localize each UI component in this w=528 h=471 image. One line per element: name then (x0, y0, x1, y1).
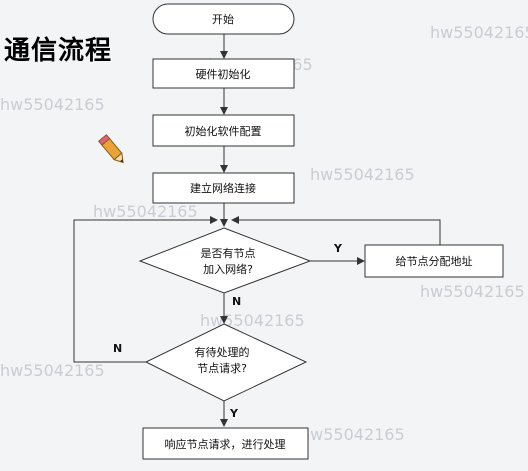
node-build-net: 建立网络连接 (152, 172, 295, 204)
node-decision-request: 有待处理的 节点请求? (144, 323, 308, 402)
node-build-net-label: 建立网络连接 (190, 181, 256, 195)
edge-label-yes: Y (333, 242, 343, 255)
edge-assign-loop (231, 216, 441, 245)
watermark-text: hw55042165 (430, 23, 528, 42)
node-decision-join-line1: 是否有节点 (201, 246, 256, 260)
node-decision-join-line2: 加入网络? (203, 262, 253, 276)
watermark-text: hw55042165 (0, 361, 105, 380)
node-decision-request-line1: 有待处理的 (195, 345, 250, 359)
node-start: 开始 (152, 3, 295, 35)
connectors (73, 34, 441, 427)
watermark-text: hw55042165 (93, 202, 198, 221)
pencil-icon (97, 134, 124, 164)
node-assign-addr: 给节点分配地址 (364, 244, 504, 278)
edge-label-no: N (232, 295, 241, 308)
node-hw-init-label: 硬件初始化 (196, 67, 251, 81)
node-start-label: 开始 (212, 12, 234, 26)
node-sw-init-label: 初始化软件配置 (185, 124, 262, 138)
watermark-text: hw55042165 (0, 95, 105, 114)
node-assign-addr-label: 给节点分配地址 (396, 254, 473, 268)
edge-label-no: N (113, 342, 122, 355)
node-sw-init: 初始化软件配置 (152, 114, 295, 147)
page-title: 通信流程 (4, 36, 113, 66)
node-decision-join: 是否有节点 加入网络? (138, 227, 312, 294)
watermark-text: hw55042165 (200, 311, 305, 330)
edge-label-yes: Y (229, 407, 239, 420)
node-decision-request-line2: 节点请求? (197, 362, 247, 375)
edge-d2-loop (73, 216, 218, 363)
watermark-text: hw55042165 (310, 165, 415, 184)
watermark-text: hw55042165 (300, 425, 405, 444)
watermark-text: hw55042165 (420, 282, 525, 301)
node-respond: 响应节点请求，进行处理 (142, 427, 309, 460)
node-respond-label: 响应节点请求，进行处理 (165, 437, 286, 451)
node-hw-init: 硬件初始化 (152, 58, 295, 89)
